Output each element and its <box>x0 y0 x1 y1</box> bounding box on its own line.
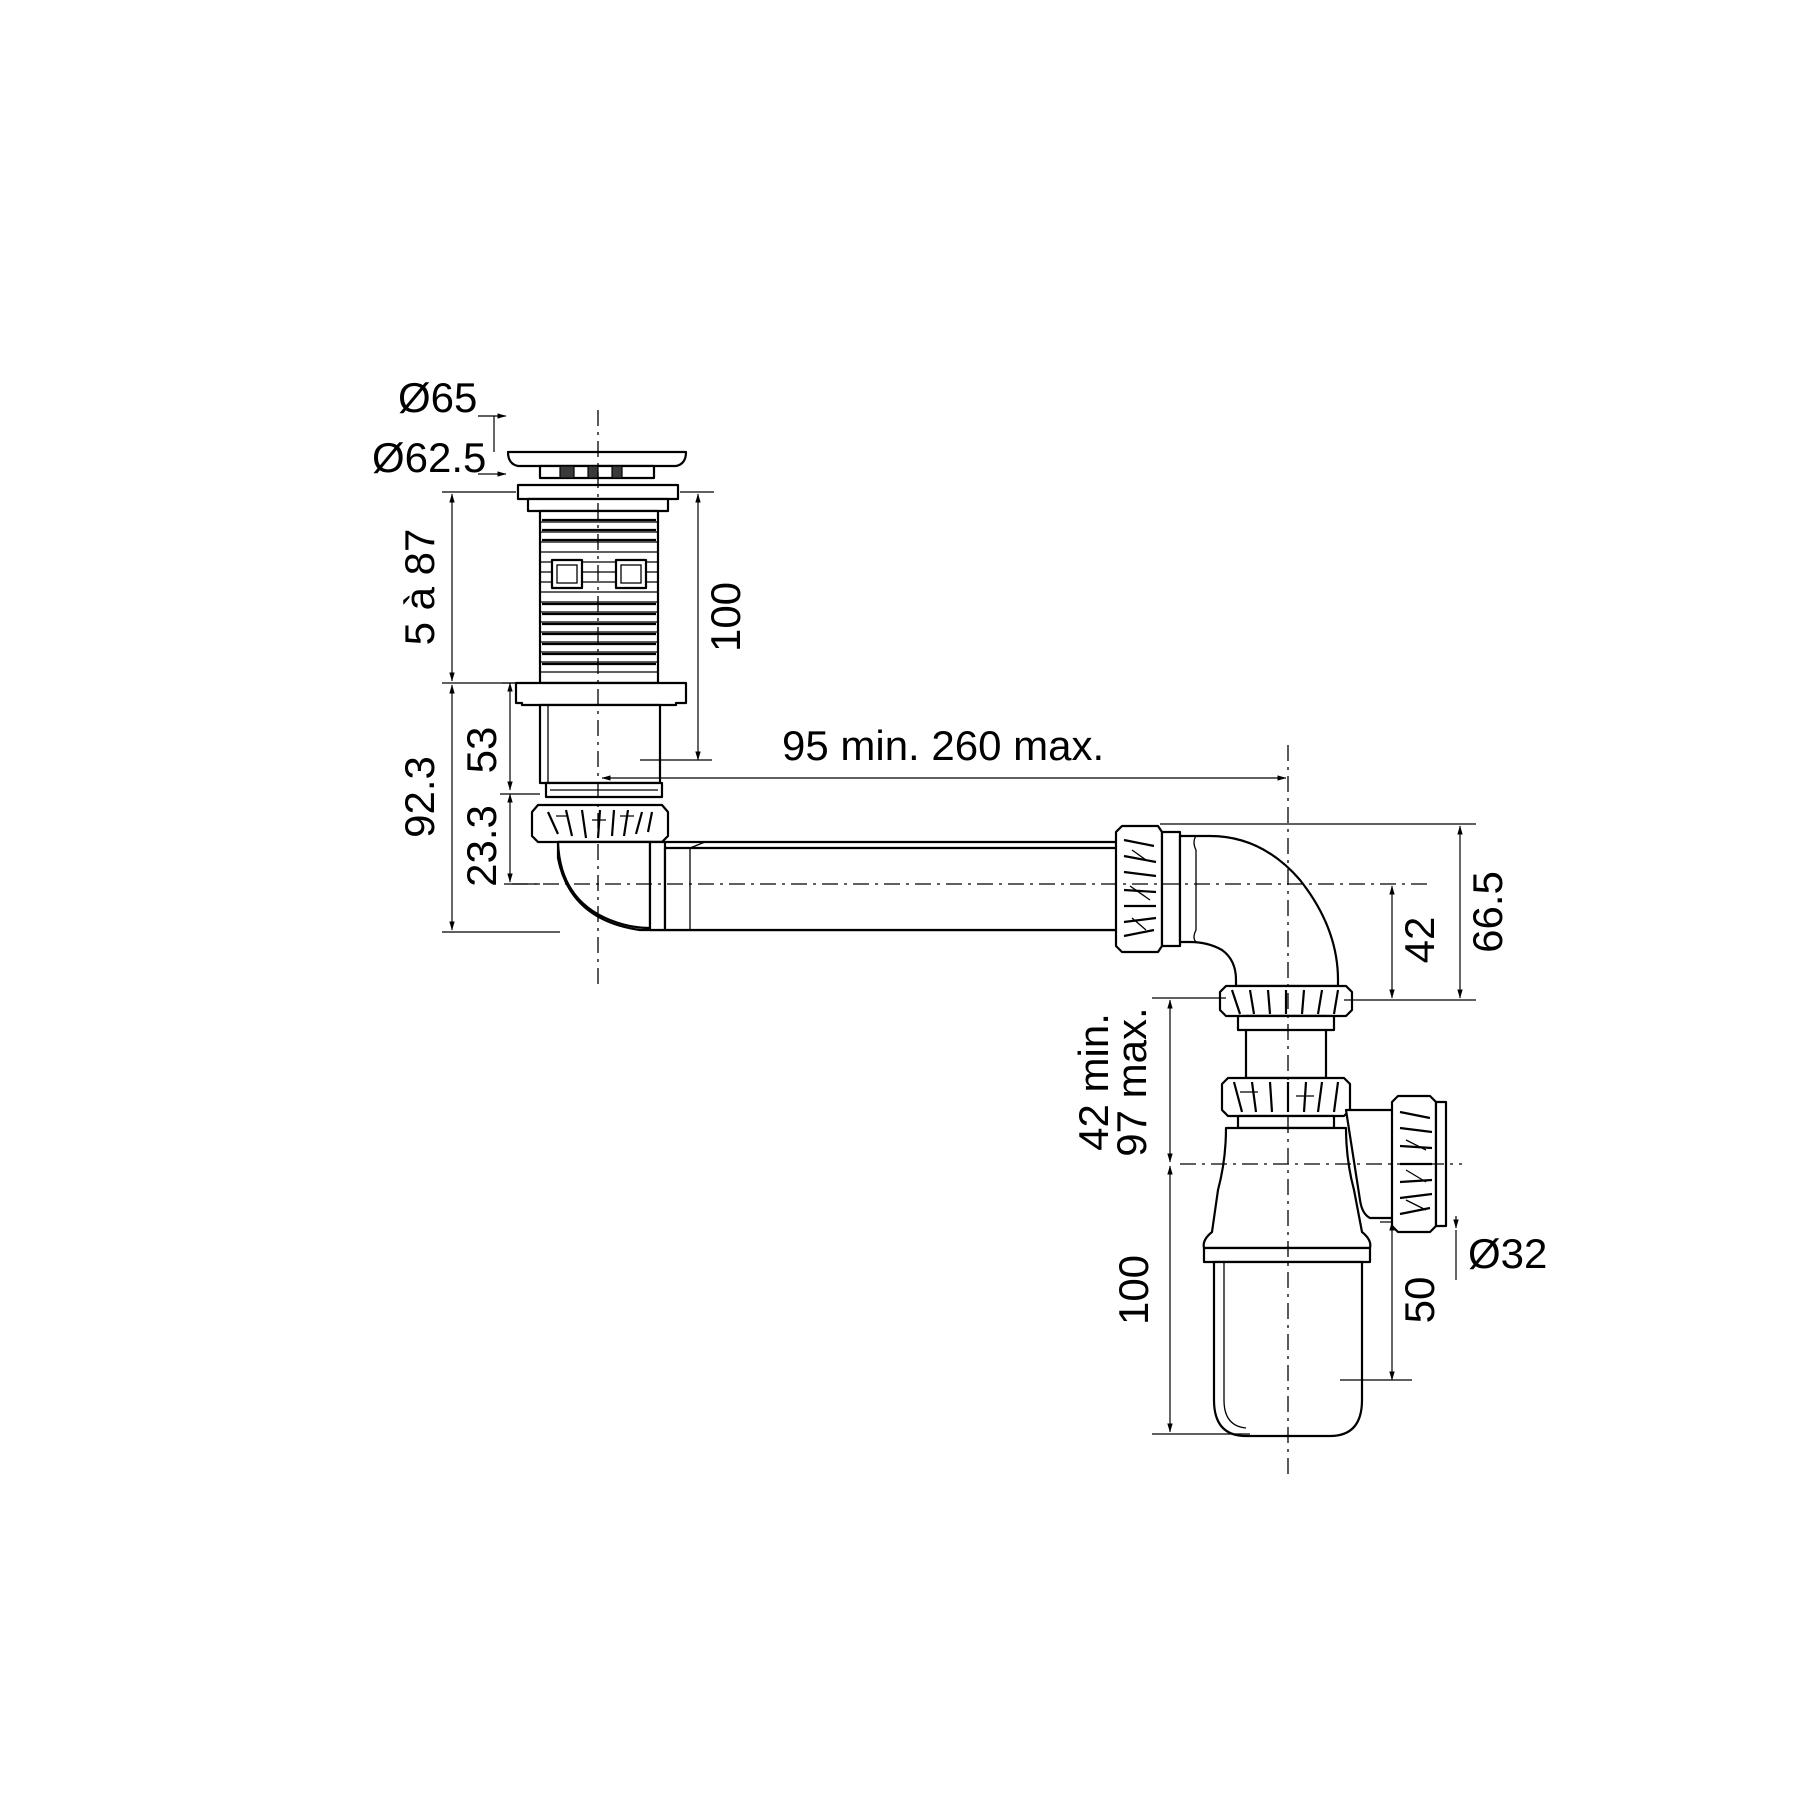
horizontal-pipe <box>556 840 1127 932</box>
dim-tail-length: 53 <box>458 727 505 774</box>
trap-elbow <box>1114 824 1354 1018</box>
dim-d62-5: Ø62.5 <box>372 434 486 481</box>
dim-outlet-drop: 92.3 <box>396 756 443 838</box>
dim-d65: Ø65 <box>398 374 477 421</box>
dim-trap-adjust-min: 42 min. <box>1070 1013 1117 1151</box>
dim-horizontal-span: 95 min. 260 max. <box>782 722 1104 769</box>
dimension-labels: Ø65 Ø62.5 5 à 87 92.3 53 23.3 100 95 min… <box>372 374 1547 1325</box>
thread-lines <box>540 518 658 673</box>
center-lines <box>512 410 1462 1476</box>
dim-nut-height: 23.3 <box>458 805 505 887</box>
dim-clamp-range: 5 à 87 <box>396 529 443 646</box>
bottle-trap <box>1202 1014 1448 1438</box>
waste-valve <box>506 450 688 844</box>
dim-trap-adjust-max: 97 max. <box>1108 1007 1155 1156</box>
dimension-lines <box>442 413 1476 1435</box>
dim-waste-height: 100 <box>702 582 749 652</box>
dim-trap-inlet-height: 66.5 <box>1464 871 1511 953</box>
dim-outlet-diameter: Ø32 <box>1468 1230 1547 1277</box>
dim-outlet-height: 50 <box>1396 1277 1443 1324</box>
dim-trap-body-height: 100 <box>1110 1255 1157 1325</box>
dim-elbow-offset: 42 <box>1396 917 1443 964</box>
